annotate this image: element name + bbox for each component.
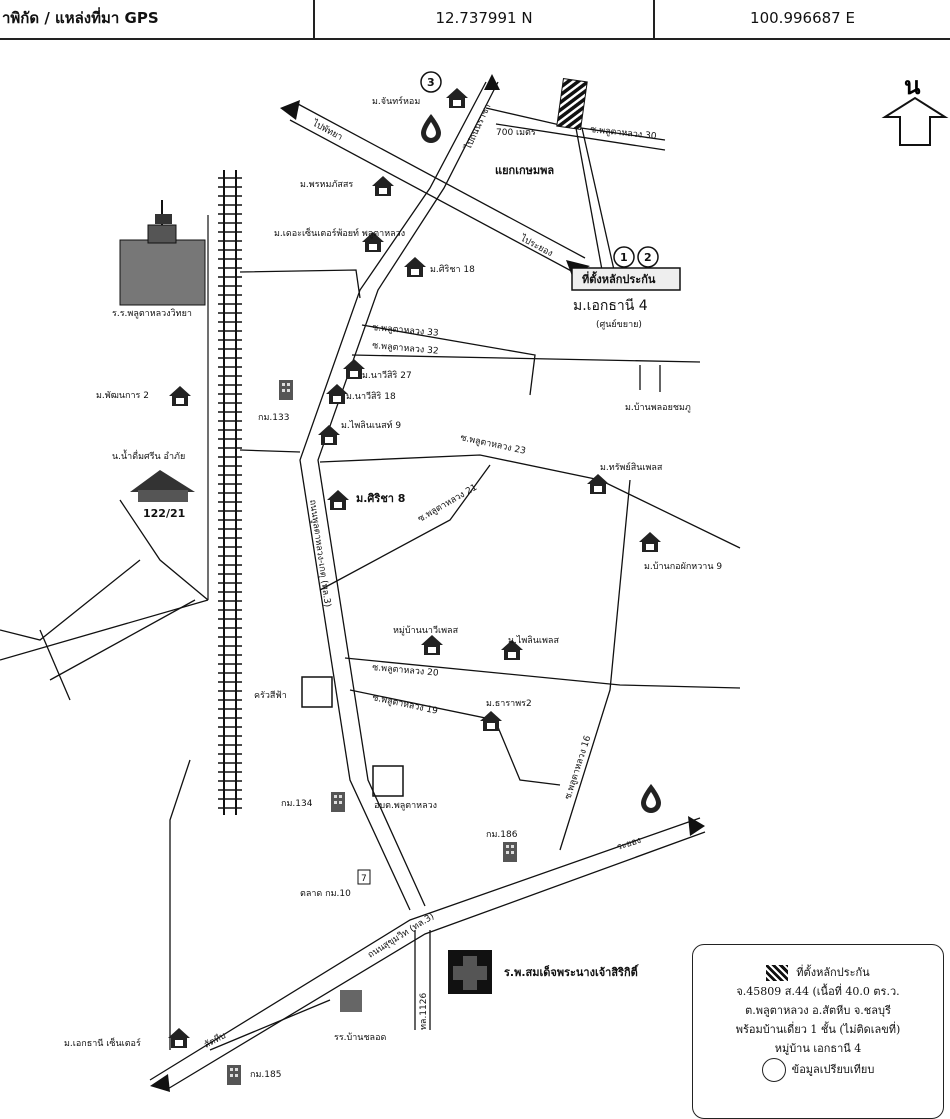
svg-text:ม.บ้านพลอยชมภู: ม.บ้านพลอยชมภู [625, 402, 691, 413]
svg-text:ม.ทรัพย์สินเพลส: ม.ทรัพย์สินเพลส [600, 461, 663, 473]
water-shop-icon [130, 470, 195, 502]
svg-text:กม.134: กม.134 [281, 799, 313, 809]
marker-1: 1 [620, 251, 628, 264]
svg-text:ไปถนนราชา: ไปถนนราชา [462, 102, 493, 152]
svg-text:ม.ศิริชา 18: ม.ศิริชา 18 [430, 264, 475, 275]
svg-text:ร.พ.สมเด็จพระนางเจ้าสิริกิติ์: ร.พ.สมเด็จพระนางเจ้าสิริกิติ์ [504, 964, 639, 979]
header-table: าพิกัด / แหล่งที่มา GPS 12.737991 N 100.… [0, 0, 950, 40]
property-label-box [571, 267, 681, 291]
north-label: น [904, 71, 921, 100]
svg-text:ไปพัทยา: ไปพัทยา [310, 117, 345, 142]
svg-text:ซ.พลูตาหลวง 33: ซ.พลูตาหลวง 33 [372, 323, 439, 339]
svg-text:กม.186: กม.186 [486, 830, 518, 840]
svg-text:700 เมตร: 700 เมตร [496, 128, 536, 138]
svg-text:ซ.พลูตาหลวง 21: ซ.พลูตาหลวง 21 [417, 483, 480, 525]
svg-text:ตลาด กม.10: ตลาด กม.10 [300, 889, 351, 899]
school2-icon [340, 990, 362, 1012]
legend-line4: หมู่บ้าน เอกธานี 4 [774, 1042, 862, 1055]
svg-text:ม.พรหมภัสสร: ม.พรหมภัสสร [300, 180, 353, 190]
legend-box: ที่ตั้งหลักประกัน จ.45809 ส.44 (เนื้อที่… [692, 944, 944, 1119]
legend-line3: พร้อมบ้านเดี่ยว 1 ชั้น (ไม่ติดเลขที่) [735, 1023, 901, 1036]
svg-text:ถนนพูลตาหลวง-เกตุ (ทล.3): ถนนพูลตาหลวง-เกตุ (ทล.3) [307, 499, 332, 608]
seven-eleven: 7 [361, 874, 367, 884]
marker-2: 2 [644, 251, 652, 264]
svg-text:ครัวสีฟ้า: ครัวสีฟ้า [254, 690, 287, 701]
svg-text:ร.ร.พลูตาหลวงวิทยา: ร.ร.พลูตาหลวงวิทยา [112, 308, 192, 319]
hatch-swatch-icon [766, 965, 789, 981]
legend-title-row: ที่ตั้งหลักประกัน [693, 963, 943, 982]
svg-text:รร.บ้านชลอด: รร.บ้านชลอด [334, 1032, 386, 1043]
svg-text:ซ.พลูตาหลวง 32: ซ.พลูตาหลวง 32 [372, 341, 439, 357]
svg-text:ม.เดอะเซ็นเตอร์พ้อยท์ พลูตาหลว: ม.เดอะเซ็นเตอร์พ้อยท์ พลูตาหลวง [274, 226, 405, 239]
legend-line1: จ.45809 ส.44 (เนื้อที่ 40.0 ตร.ว. [736, 985, 900, 998]
location-map: ที่ตั้งหลักประกัน 1 2 3 น 7 ม.จันทร์หอม [0, 71, 949, 1092]
svg-text:ระยอง: ระยอง [616, 836, 643, 853]
svg-text:(ศูนย์ขยาย): (ศูนย์ขยาย) [596, 318, 642, 330]
svg-text:ม.เอกธานี เซ็นเตอร์: ม.เอกธานี เซ็นเตอร์ [64, 1036, 141, 1049]
property-label: ที่ตั้งหลักประกัน [582, 271, 656, 286]
svg-text:ซ.พลูตาหลวง 20: ซ.พลูตาหลวง 20 [372, 663, 439, 679]
legend-compare-row: ข้อมูลเปรียบเทียบ [693, 1058, 943, 1082]
legend-line2: ต.พลูตาหลวง อ.สัตหีบ จ.ชลบุรี [745, 1004, 891, 1017]
north-arrow-icon [881, 96, 949, 146]
school-icon [119, 200, 206, 306]
svg-text:อบต.พลูตาหลวง: อบต.พลูตาหลวง [374, 801, 437, 811]
svg-text:ม.เอกธานี 4: ม.เอกธานี 4 [573, 298, 648, 314]
svg-text:ทล.1126: ทล.1126 [419, 993, 429, 1030]
legend-title: ที่ตั้งหลักประกัน [796, 966, 870, 979]
svg-text:122/21: 122/21 [143, 507, 185, 520]
svg-text:ม.ไพลินเนสท์ 9: ม.ไพลินเนสท์ 9 [341, 419, 401, 431]
svg-text:ซ.พลูตาหลวง 23: ซ.พลูตาหลวง 23 [459, 433, 526, 457]
svg-text:แยกเกษมพล: แยกเกษมพล [495, 164, 554, 177]
obt-box [372, 765, 404, 797]
svg-text:ม.ศิริชา 8: ม.ศิริชา 8 [356, 492, 405, 505]
property-plot [556, 77, 588, 131]
svg-text:ม.พัฒนการ 2: ม.พัฒนการ 2 [96, 391, 149, 401]
svg-text:ซ.พลูตาหลวง 19: ซ.พลูตาหลวง 19 [371, 693, 438, 717]
svg-text:ม.นาวีสิริ 18: ม.นาวีสิริ 18 [346, 391, 396, 402]
longitude-value: 100.996687 E [653, 0, 950, 38]
svg-text:ถนนสุขุมวิท (ทล.3): ถนนสุขุมวิท (ทล.3) [366, 911, 436, 961]
svg-text:ม.นาวีสิริ 27: ม.นาวีสิริ 27 [362, 370, 412, 381]
svg-text:กม.133: กม.133 [258, 413, 289, 423]
legend-line5: ข้อมูลเปรียบเทียบ [791, 1063, 875, 1076]
marker-3: 3 [427, 76, 435, 89]
svg-text:ม.จันทร์หอม: ม.จันทร์หอม [372, 95, 420, 107]
latitude-value: 12.737991 N [313, 0, 653, 38]
roads [0, 81, 741, 1091]
svg-text:ม.บ้านกอผักหวาน 9: ม.บ้านกอผักหวาน 9 [644, 561, 722, 572]
coordinate-label: าพิกัด / แหล่งที่มา GPS [2, 9, 159, 27]
svg-text:ม.ไพลินเพลส: ม.ไพลินเพลส [508, 635, 559, 646]
svg-text:กม.185: กม.185 [250, 1070, 281, 1080]
svg-text:น.น้ำดื่มศรีน อำภัย: น.น้ำดื่มศรีน อำภัย [112, 449, 185, 462]
svg-text:ม.ธาราพร2: ม.ธาราพร2 [486, 699, 532, 709]
svg-text:หมู่บ้านนาวีเพลส: หมู่บ้านนาวีเพลส [393, 625, 459, 636]
railway [218, 170, 242, 815]
circle-marker-icon [761, 1058, 786, 1082]
krua-box [301, 676, 333, 708]
